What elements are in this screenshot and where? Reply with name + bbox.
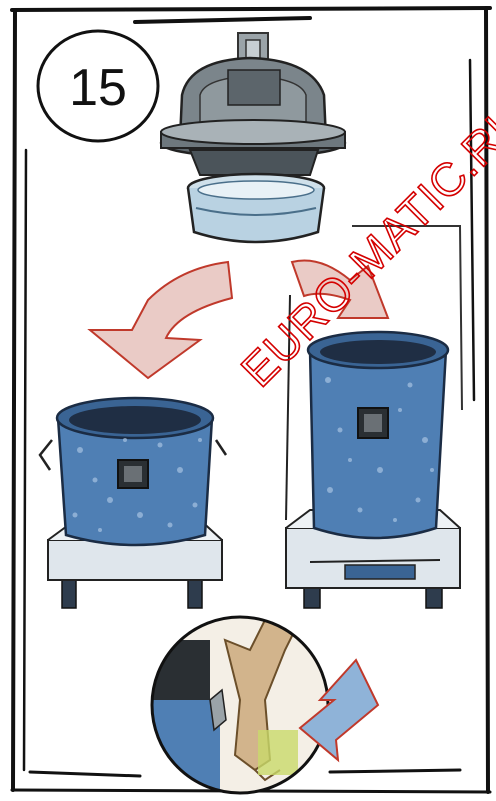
small-tank-icon [40,398,226,608]
arrow-to-small-tank-icon [90,262,232,378]
step-number-badge: 15 [38,31,158,141]
filter-basket-icon [188,174,324,242]
step-number: 15 [69,59,127,117]
motor-head-icon [161,33,345,175]
